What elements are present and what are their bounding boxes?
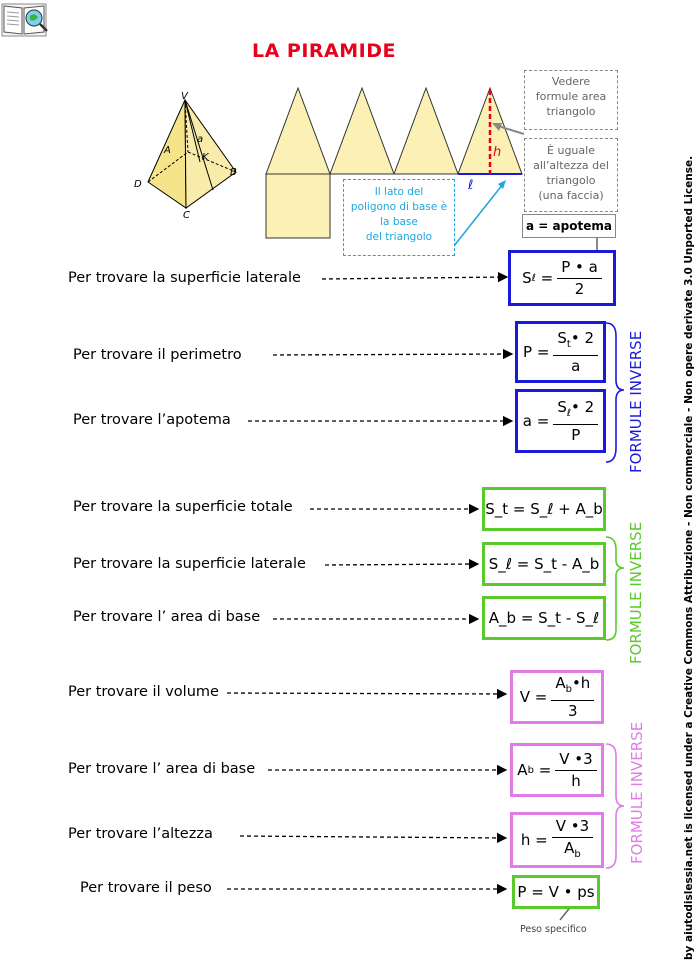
apothem-a-label: a: [197, 134, 203, 145]
formula-superficie-totale: S_t = S_ℓ + A_b: [482, 487, 606, 531]
row-label-volume: Per trovare il volume: [68, 684, 219, 700]
vertex-b-label: B: [230, 167, 237, 178]
row-label-peso: Per trovare il peso: [80, 880, 212, 896]
note-apotema: a = apotema: [522, 214, 616, 238]
row-label-superficie-laterale: Per trovare la superficie laterale: [68, 270, 301, 286]
pyramid-figure: V A a K B C D: [128, 90, 248, 224]
row-label-perimetro: Per trovare il perimetro: [73, 347, 242, 363]
formule-inverse-label-blue: FORMULE INVERSE: [627, 330, 645, 473]
formula-peso: P = V • ps: [512, 875, 600, 909]
row-label-altezza: Per trovare l’altezza: [68, 826, 213, 842]
row-label-apotema: Per trovare l’apotema: [73, 412, 231, 428]
row-label-area-base-2: Per trovare l’ area di base: [68, 761, 256, 777]
license-text: by aiutodislessia.net is licensed under …: [683, 155, 695, 960]
logo-icon: [0, 0, 52, 44]
pyramid-net: h ℓ: [262, 86, 527, 250]
formula-area-base-inv: A_b = S_t - S_ℓ: [482, 596, 606, 640]
side-l-label: ℓ: [467, 178, 473, 193]
vertex-c-label: C: [183, 210, 190, 220]
row-label-superficie-totale: Per trovare la superficie totale: [73, 499, 293, 515]
height-h-label: h: [493, 145, 501, 160]
vertex-a-label: A: [163, 145, 171, 156]
row-label-area-base: Per trovare l’ area di base: [73, 609, 261, 625]
row-label-superficie-laterale-2: Per trovare la superficie laterale: [73, 556, 306, 572]
vertex-d-label: D: [134, 179, 142, 190]
formula-superficie-laterale-inv: S_ℓ = S_t - A_b: [482, 542, 606, 586]
page-title: LA PIRAMIDE: [252, 40, 396, 62]
formule-inverse-label-green: FORMULE INVERSE: [627, 521, 645, 664]
formule-inverse-label-pink: FORMULE INVERSE: [628, 721, 646, 864]
peso-specifico-label: Peso specifico: [520, 924, 587, 935]
point-k-label: K: [202, 152, 210, 163]
vertex-v-label: V: [181, 91, 189, 102]
